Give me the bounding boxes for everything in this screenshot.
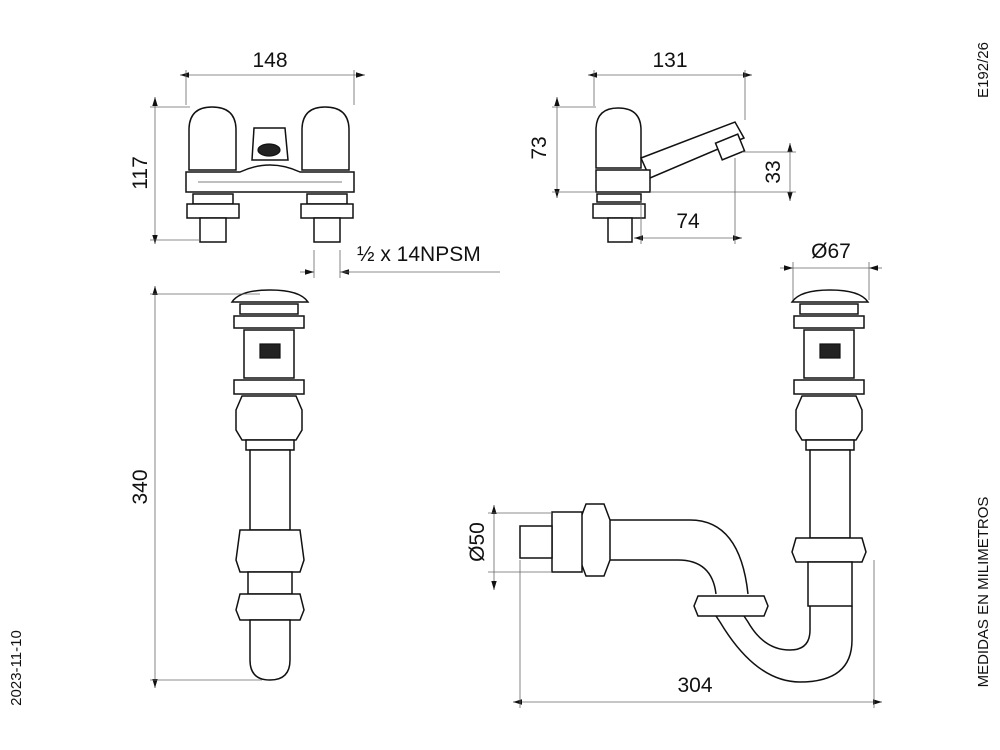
drain-side-view xyxy=(230,289,310,681)
dim-spout-height: 33 xyxy=(762,160,785,183)
dim-faucet-front-width: 148 xyxy=(252,49,287,72)
dim-trap-width: 304 xyxy=(677,674,712,697)
units-note: MEDIDAS EN MILIMETROS xyxy=(975,497,992,688)
dimension-labels: 148 117 131 73 33 74 ½ x 14NPSM Ø67 340 … xyxy=(129,49,851,697)
dim-drain-height: 340 xyxy=(129,469,152,504)
dim-trap-diameter: Ø50 xyxy=(466,522,489,562)
drawing-date: 2023-11-10 xyxy=(8,630,25,706)
drain-trap-front-view xyxy=(519,289,870,683)
faucet-front-view xyxy=(185,106,355,243)
dim-drain-diameter: Ø67 xyxy=(811,240,851,263)
faucet-side-view xyxy=(592,107,746,243)
dimension-lines xyxy=(150,70,882,708)
dim-thread-spec: ½ x 14NPSM xyxy=(357,243,481,266)
drawing-code: E192/26 xyxy=(975,42,992,98)
dim-faucet-side-height: 73 xyxy=(528,136,551,159)
dim-faucet-front-height: 117 xyxy=(129,156,152,189)
side-labels: E192/26 2023-11-10 MEDIDAS EN MILIMETROS xyxy=(8,42,992,706)
dim-faucet-side-width: 131 xyxy=(652,49,687,72)
dim-spout-reach: 74 xyxy=(676,210,700,233)
